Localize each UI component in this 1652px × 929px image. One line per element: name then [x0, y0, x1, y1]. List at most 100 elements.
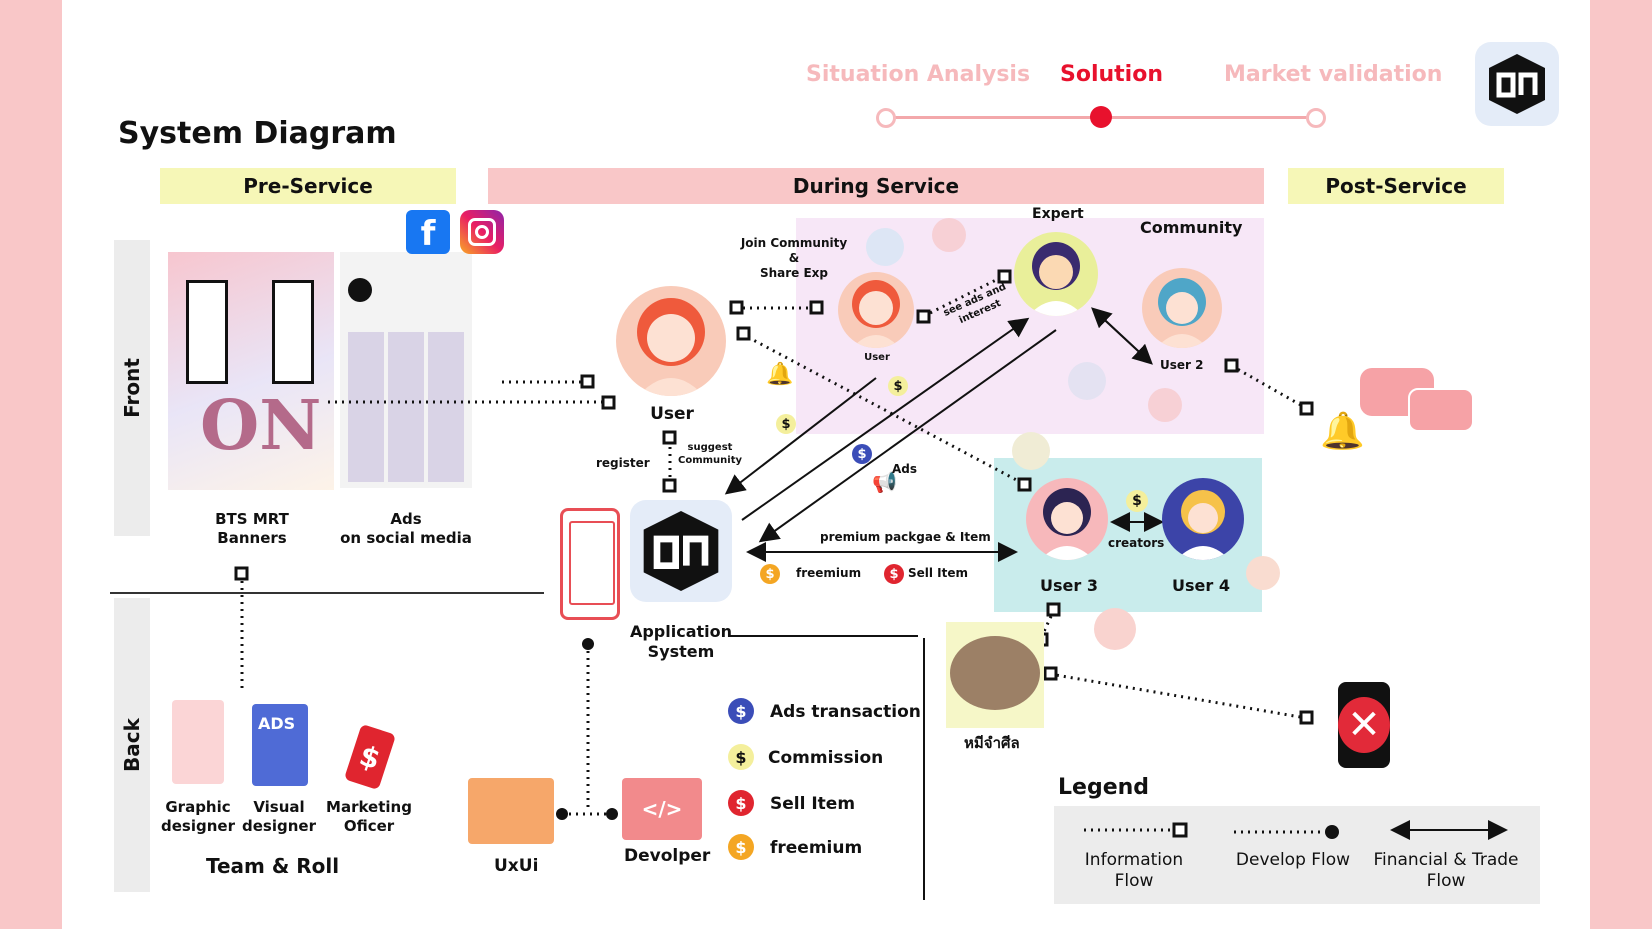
ads-label: Ads: [892, 462, 918, 476]
phase-pre-service: Pre-Service: [160, 168, 456, 204]
banner-panel-right: [272, 280, 314, 384]
graphic-designer-icon: [172, 700, 224, 784]
premium-label: premium packgae & Item: [820, 530, 991, 544]
legend-symbols: [1084, 820, 1508, 840]
visual-designer-icon: ADS: [252, 704, 308, 786]
bear-card: [946, 622, 1044, 728]
developer-label: Devolper: [624, 846, 711, 866]
user4-label: User 4: [1172, 576, 1230, 595]
coin-legend-commission-icon: $: [728, 744, 754, 770]
step-situation-analysis[interactable]: Situation Analysis: [806, 62, 1031, 87]
commission-coin-icon-2: $: [776, 414, 796, 434]
member-avatar-1[interactable]: [866, 228, 904, 266]
instagram-icon[interactable]: [460, 210, 504, 254]
facebook-icon[interactable]: f: [406, 210, 450, 254]
user4-avatar[interactable]: [1162, 478, 1244, 560]
freemium-coin-icon: $: [760, 564, 780, 584]
user2-avatar[interactable]: [1142, 268, 1222, 348]
user3-avatar[interactable]: [1026, 478, 1108, 560]
layer-back: Back: [114, 598, 150, 892]
member-avatar-4[interactable]: [1148, 388, 1182, 422]
creators-label: creators: [1108, 536, 1165, 550]
ads-coin-icon: $: [852, 444, 872, 464]
coin-legend-freemium-label: freemium: [770, 838, 863, 858]
member-avatar-7[interactable]: [1094, 608, 1136, 650]
user2-label: User 2: [1160, 358, 1204, 372]
uxui-label: UxUi: [494, 856, 539, 876]
bell-small-icon: 🔔: [766, 362, 794, 387]
register-label: register: [596, 456, 650, 470]
team-roll-label: Team & Roll: [206, 854, 340, 878]
sell-item-coin-icon: $: [884, 564, 904, 584]
coin-legend-sell-label: Sell Item: [770, 794, 856, 814]
creators-coin-icon: $: [1126, 490, 1148, 512]
phase-post-service: Post-Service: [1288, 168, 1504, 204]
coin-legend-sell-icon: $: [728, 790, 754, 816]
step-dot-2-active[interactable]: [1090, 106, 1112, 128]
member-avatar-5[interactable]: [1012, 432, 1050, 470]
member-avatar-3[interactable]: [1068, 362, 1106, 400]
coin-legend-freemium-icon: $: [728, 834, 754, 860]
right-pink-band: [1590, 0, 1652, 929]
ads-badge: ADS: [258, 714, 296, 733]
join-community-label: Join Community&Share Exp: [740, 236, 848, 280]
legend-title: Legend: [1058, 775, 1150, 800]
page-title: System Diagram: [118, 116, 397, 151]
user3-label: User 3: [1040, 576, 1098, 595]
expert-avatar[interactable]: [1014, 232, 1098, 316]
sleeping-bear-icon: [950, 636, 1040, 710]
layer-front: Front: [114, 240, 150, 536]
member-avatar-2[interactable]: [932, 218, 966, 252]
phone-icon: [560, 508, 620, 620]
megaphone-icon: 📢: [872, 470, 897, 494]
bts-banner-image: ON: [168, 252, 334, 490]
close-icon: ✕: [1338, 697, 1390, 753]
profile-logo-icon: [348, 278, 372, 302]
bell-icon: 🔔: [1320, 411, 1365, 452]
coin-legend-ads-label: Ads transaction: [770, 702, 921, 722]
posts-grid: [348, 332, 464, 482]
social-ads-mockup: [340, 252, 472, 488]
step-market-validation[interactable]: Market validation: [1224, 62, 1443, 87]
member-avatar-6[interactable]: [1246, 556, 1280, 590]
left-pink-band: [0, 0, 62, 929]
community-label: Community: [1140, 218, 1243, 237]
legend-develop-flow: Develop Flow: [1235, 850, 1351, 870]
user-main-avatar[interactable]: [616, 286, 726, 396]
phone-blocked-icon: ✕: [1338, 682, 1390, 768]
coin-legend-commission-label: Commission: [768, 748, 884, 768]
user-small-label: User: [864, 352, 890, 363]
sell-item-label: Sell Item: [908, 566, 969, 580]
user-small-avatar[interactable]: [838, 272, 914, 348]
step-dot-1[interactable]: [876, 108, 896, 128]
freemium-label: freemium: [796, 566, 862, 580]
banner-panel-left: [186, 280, 228, 384]
step-solution[interactable]: Solution: [1060, 62, 1163, 87]
banner-on-art: ON: [200, 386, 322, 466]
expert-label: Expert: [1032, 206, 1084, 222]
coin-legend-ads-icon: $: [728, 698, 754, 724]
user-main-label: User: [650, 404, 694, 424]
app-logo-icon[interactable]: [630, 500, 732, 602]
phase-during-service: During Service: [488, 168, 1264, 204]
uxui-folder-icon: [468, 778, 554, 844]
on-logo-icon: [1475, 42, 1559, 126]
step-dot-3[interactable]: [1306, 108, 1326, 128]
phone-screen: [569, 521, 615, 605]
bear-label: หมีจำศีล: [964, 734, 1020, 752]
front-back-divider: [110, 592, 544, 594]
commission-coin-icon: $: [888, 376, 908, 396]
code-folder-icon: </>: [622, 778, 702, 840]
